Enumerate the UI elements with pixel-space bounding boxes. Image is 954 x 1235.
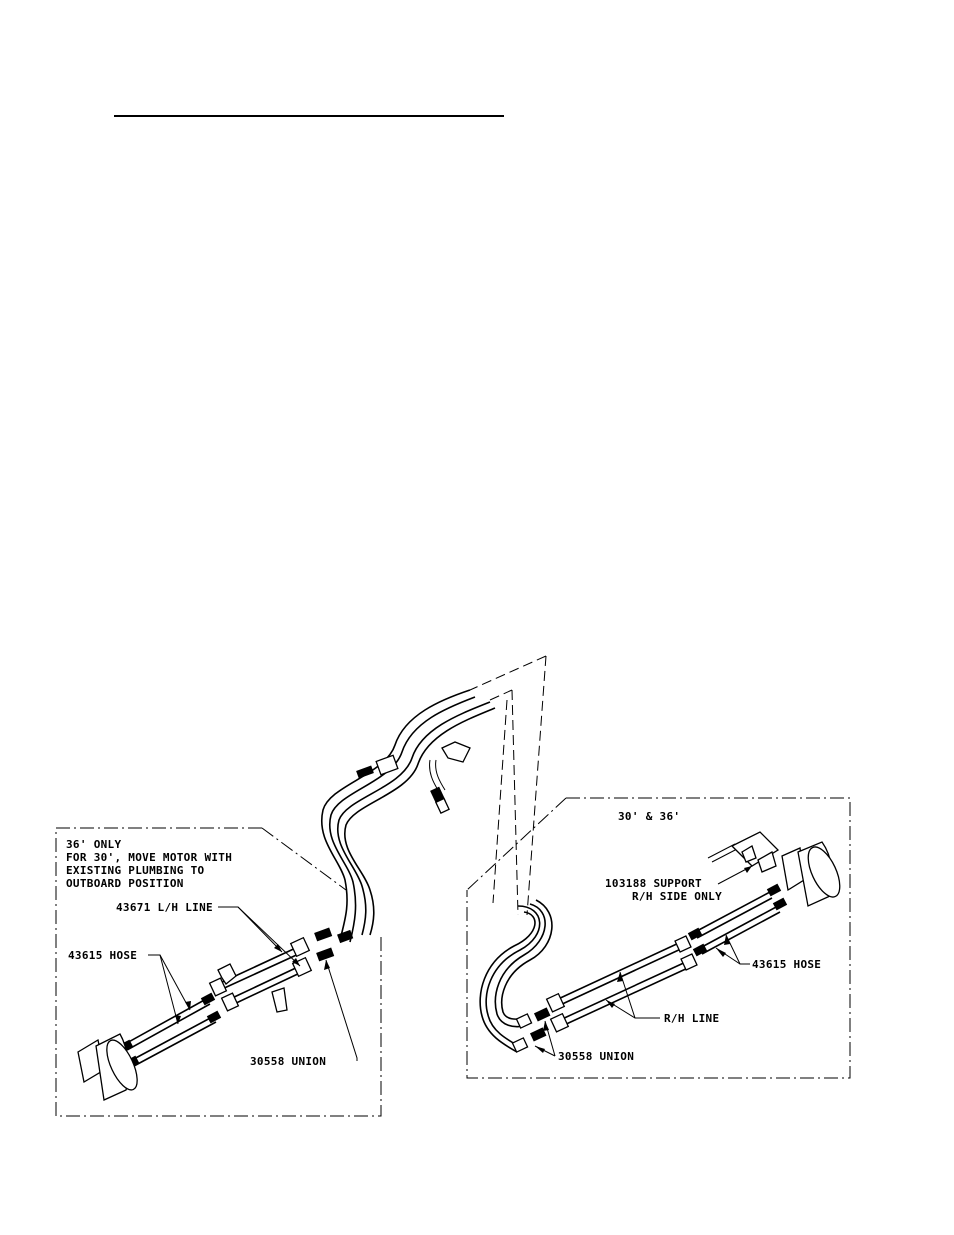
note-line-4: OUTBOARD POSITION: [66, 877, 184, 890]
left-motor: [78, 1034, 143, 1100]
callout-right-30558-union: 30558 UNION: [558, 1050, 634, 1063]
callout-43671-lh-line: 43671 L/H LINE: [116, 901, 213, 914]
callout-rh-line: R/H LINE: [664, 1012, 719, 1025]
callout-right-43615-hose: 43615 HOSE: [752, 958, 821, 971]
note-line-2: FOR 30', MOVE MOTOR WITH: [66, 851, 232, 864]
right-support-bracket: [708, 832, 778, 872]
left-hoses: [119, 993, 221, 1069]
left-panel-note: 36' ONLY FOR 30', MOVE MOTOR WITH EXISTI…: [66, 838, 232, 890]
right-panel-frame: [467, 798, 850, 1078]
callout-103188-support: 103188 SUPPORT: [605, 877, 702, 890]
right-motor: [782, 842, 846, 906]
callout-left-30558-union: 30558 UNION: [250, 1055, 326, 1068]
note-line-3: EXISTING PLUMBING TO: [66, 864, 205, 877]
main-hose-bundle: [322, 690, 495, 942]
note-line-1: 36' ONLY: [66, 838, 121, 851]
left-unions: [314, 928, 353, 962]
callout-left-43615-hose: 43615 HOSE: [68, 949, 137, 962]
callout-rh-side-only: R/H SIDE ONLY: [632, 890, 722, 903]
right-panel-heading: 30' & 36': [618, 810, 680, 823]
